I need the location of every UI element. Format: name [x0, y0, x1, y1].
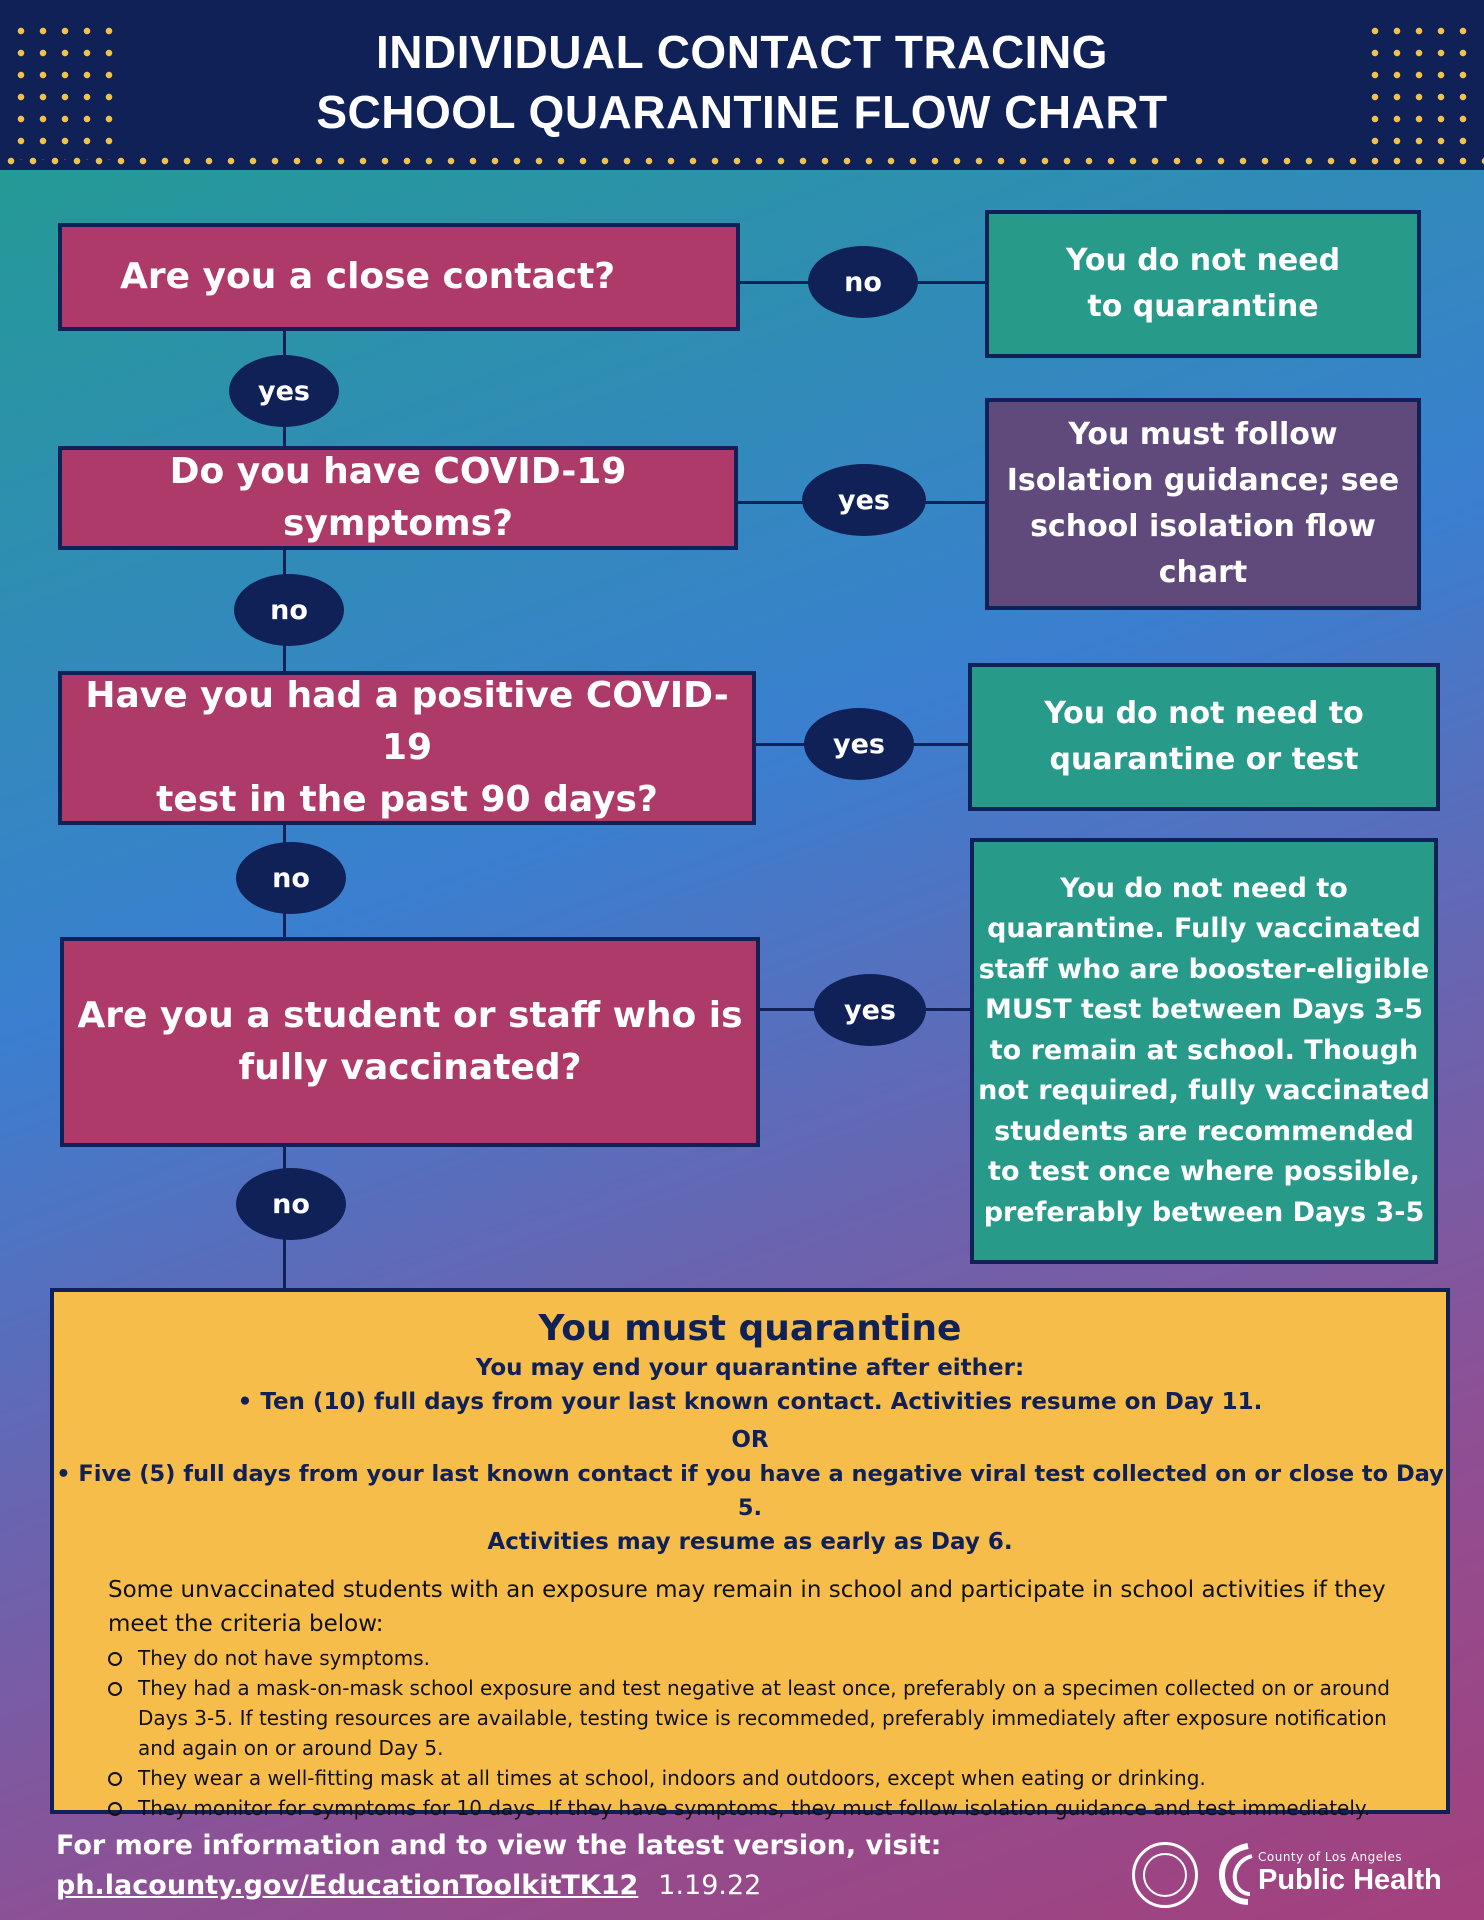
list-item: They wear a well-fitting mask at all tim… [108, 1763, 1426, 1793]
question-fully-vaccinated-line-1: Are you a student or staff who is [77, 995, 743, 1036]
result-no-quarantine-line-1: You do not need [1065, 243, 1341, 278]
question-positive-test-line-2: test in the past 90 days? [156, 779, 658, 820]
criteria-text: They do not have symptoms. [138, 1646, 430, 1670]
footer-info: For more information and to view the lat… [56, 1826, 941, 1906]
dot-pattern-left [10, 20, 120, 160]
result-vaccinated-line-3: staff who are booster-eligible [978, 953, 1430, 985]
criteria-text: They monitor for symptoms for 10 days. I… [138, 1796, 1371, 1820]
dot-pattern-right [1364, 20, 1474, 160]
result-no-quarantine-line-2: to quarantine [1087, 289, 1319, 324]
bullet-icon: • [56, 1461, 79, 1487]
question-close-contact: Are you a close contact? [58, 223, 740, 331]
quarantine-option-ten-days-text: Ten (10) full days from your last known … [260, 1389, 1263, 1415]
title-line-2: SCHOOL QUARANTINE FLOW CHART [316, 86, 1168, 138]
label-q4-yes: yes [814, 974, 926, 1046]
result-vaccinated-line-2: quarantine. Fully vaccinated [987, 913, 1421, 945]
question-fully-vaccinated-line-2: fully vaccinated? [238, 1047, 582, 1088]
education-toolkit-link[interactable]: ph.lacounty.gov/EducationToolkitTK12 [56, 1870, 639, 1901]
result-vaccinated-line-4: MUST test between Days 3-5 [984, 994, 1424, 1026]
result-no-quarantine-or-test-line-1: You do not need to [1044, 696, 1364, 731]
result-no-quarantine: You do not need to quarantine [985, 210, 1421, 358]
result-no-quarantine-or-test-line-2: quarantine or test [1049, 742, 1359, 777]
question-covid-symptoms: Do you have COVID-19 symptoms? [58, 446, 738, 550]
quarantine-subtitle: You may end your quarantine after either… [475, 1355, 1025, 1381]
quarantine-option-ten-days: • Ten (10) full days from your last know… [54, 1385, 1446, 1419]
question-positive-test-line-1: Have you had a positive COVID-19 [85, 675, 729, 768]
result-isolation-line-4: chart [1158, 555, 1248, 590]
label-q2-yes: yes [802, 464, 926, 536]
quarantine-option-five-days-text: Five (5) full days from your last known … [78, 1461, 1444, 1521]
question-fully-vaccinated: Are you a student or staff who is fully … [60, 937, 760, 1147]
question-covid-symptoms-text: Do you have COVID-19 symptoms? [169, 451, 627, 544]
result-vaccinated-line-1: You do not need to [1060, 872, 1348, 904]
result-vaccinated-line-7: students are recommended [994, 1115, 1414, 1147]
label-q1-yes: yes [229, 355, 339, 427]
circle-bullet-icon [108, 1652, 122, 1666]
quarantine-box: You must quarantine You may end your qua… [50, 1288, 1450, 1820]
quarantine-or-divider: OR [731, 1427, 769, 1453]
county-seal-icon [1132, 1842, 1198, 1908]
result-vaccinated-line-8: to test once where possible, [988, 1156, 1420, 1188]
quarantine-criteria-list: They do not have symptoms. They had a ma… [54, 1643, 1446, 1823]
result-isolation-guidance: You must follow Isolation guidance; see … [985, 398, 1421, 610]
footer-link-row: ph.lacounty.gov/EducationToolkitTK12 1.19… [56, 1866, 941, 1906]
result-isolation-line-2: Isolation guidance; see [1006, 463, 1400, 498]
result-no-quarantine-or-test: You do not need to quarantine or test [968, 663, 1440, 811]
dot-pattern-bottom [0, 154, 1484, 168]
circle-bullet-icon [108, 1772, 122, 1786]
list-item: They had a mask-on-mask school exposure … [108, 1673, 1426, 1763]
bullet-icon: • [237, 1389, 261, 1415]
public-health-logo-icon [1219, 1843, 1253, 1905]
logo-county-text: County of Los Angeles [1258, 1850, 1403, 1864]
title-line-1: INDIVIDUAL CONTACT TRACING [376, 26, 1108, 78]
result-vaccinated-testing: You do not need to quarantine. Fully vac… [970, 838, 1438, 1264]
label-q4-no: no [236, 1168, 346, 1240]
circle-bullet-icon [108, 1682, 122, 1696]
quarantine-option-five-days: • Five (5) full days from your last know… [54, 1457, 1446, 1525]
page-title: INDIVIDUAL CONTACT TRACING SCHOOL QUARAN… [140, 22, 1344, 142]
result-vaccinated-line-6: not required, fully vaccinated [978, 1075, 1430, 1107]
footer-info-text: For more information and to view the lat… [56, 1830, 942, 1861]
quarantine-option-five-days-resume: Activities may resume as early as Day 6. [487, 1529, 1013, 1555]
result-vaccinated-line-9: preferably between Days 3-5 [983, 1196, 1425, 1228]
header-banner: INDIVIDUAL CONTACT TRACING SCHOOL QUARAN… [0, 0, 1484, 170]
result-isolation-line-1: You must follow [1068, 417, 1338, 452]
question-positive-test: Have you had a positive COVID-19 test in… [58, 671, 756, 825]
criteria-text: They wear a well-fitting mask at all tim… [138, 1766, 1206, 1790]
result-isolation-line-3: school isolation flow [1030, 509, 1376, 544]
logo-public-health-text: Public Health [1258, 1864, 1442, 1896]
list-item: They do not have symptoms. [108, 1643, 1426, 1673]
quarantine-unvaccinated-note: Some unvaccinated students with an expos… [108, 1577, 1386, 1637]
result-vaccinated-line-5: to remain at school. Though [989, 1034, 1419, 1066]
version-date: 1.19.22 [658, 1870, 762, 1901]
list-item: They monitor for symptoms for 10 days. I… [108, 1793, 1426, 1823]
label-q3-no: no [236, 842, 346, 914]
label-q1-no: no [808, 246, 918, 318]
quarantine-title: You must quarantine [538, 1308, 962, 1349]
label-q3-yes: yes [804, 708, 914, 780]
question-close-contact-text: Are you a close contact? [120, 256, 616, 297]
circle-bullet-icon [108, 1802, 122, 1816]
criteria-text: They had a mask-on-mask school exposure … [138, 1676, 1390, 1760]
label-q2-no: no [234, 574, 344, 646]
